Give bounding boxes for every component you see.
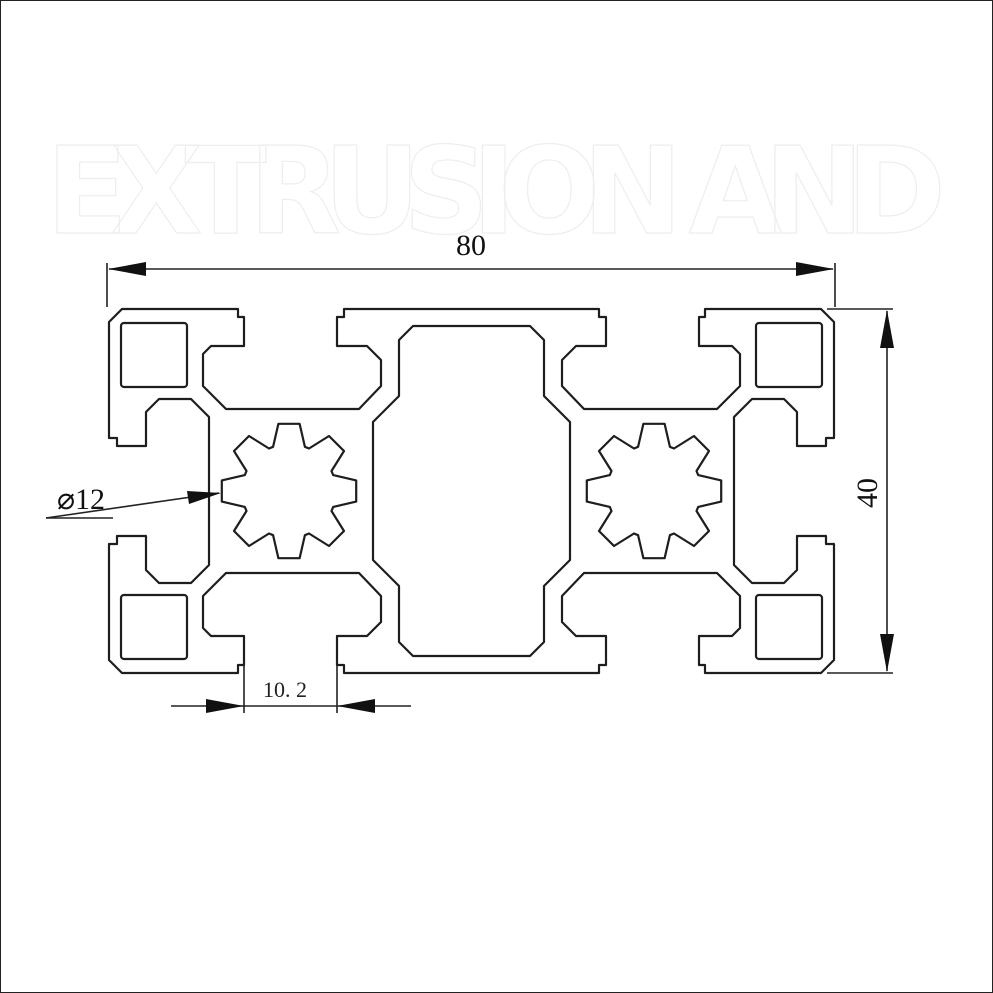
center-cavity [371, 324, 572, 658]
watermark-text: EXTRUSION AND [46, 123, 946, 262]
extrusion-profile [107, 307, 836, 675]
bore-label: ⌀12 [57, 483, 105, 516]
corner-hole-top-right [754, 321, 824, 389]
left-center-bore [220, 422, 358, 560]
arrow-right-icon [796, 262, 834, 276]
dimension-height: 40 [827, 308, 894, 674]
profile-outline [107, 307, 836, 675]
arrow-slot-left-icon [206, 699, 244, 713]
corner-hole-top-left [119, 321, 189, 389]
width-label: 80 [456, 229, 486, 262]
height-label: 40 [851, 478, 884, 508]
dimension-slot: 10. 2 [171, 661, 411, 713]
arrow-up-icon [880, 310, 894, 348]
slot-label: 10. 2 [263, 677, 307, 702]
arrow-down-icon [880, 634, 894, 672]
dimension-bore: ⌀12 [45, 483, 221, 519]
arrow-slot-right-icon [337, 699, 375, 713]
right-center-bore [585, 422, 723, 560]
corner-hole-bottom-left [119, 593, 189, 661]
arrow-bore-icon [187, 491, 221, 504]
arrow-left-icon [108, 262, 146, 276]
corner-hole-bottom-right [754, 593, 824, 661]
dimension-width: 80 [106, 229, 836, 307]
